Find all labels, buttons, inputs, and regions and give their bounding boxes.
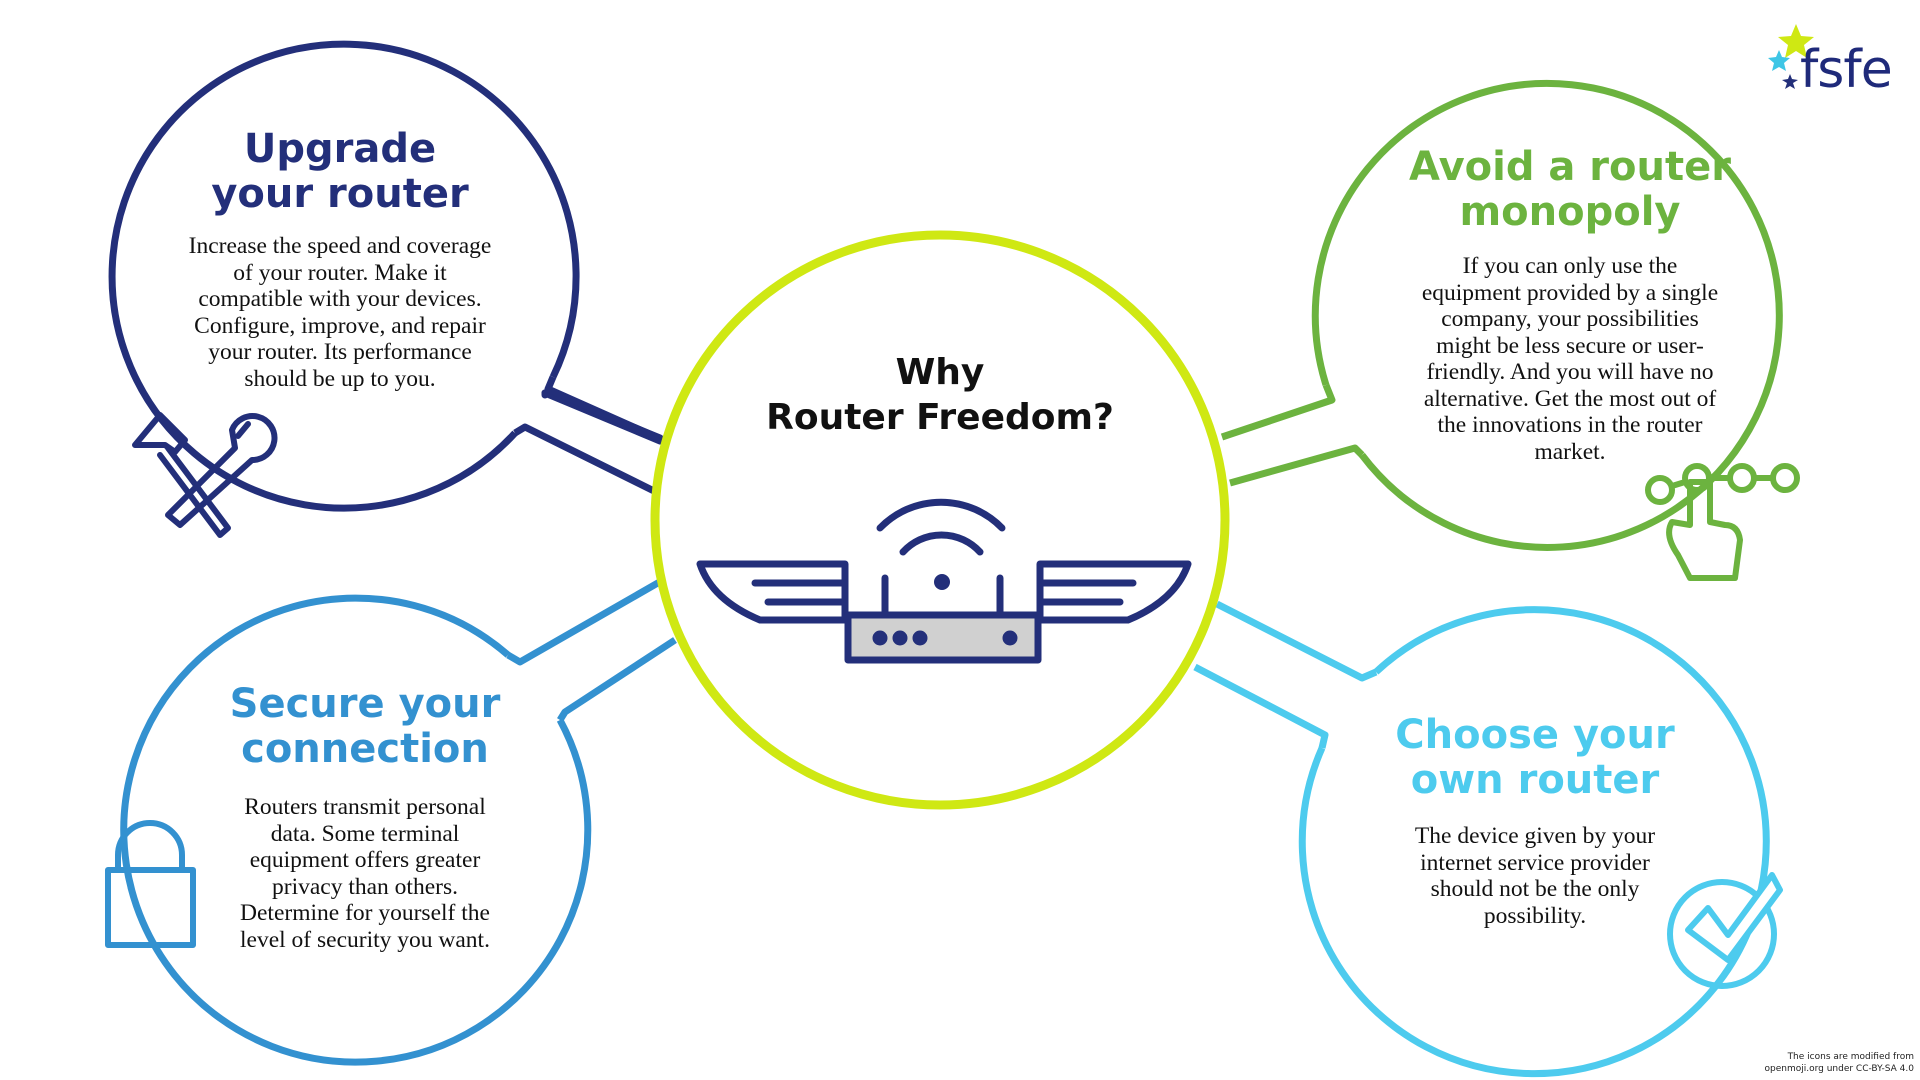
connector-upgrade-line-a: [544, 375, 665, 444]
body-line: the innovations in the router: [1437, 412, 1703, 438]
body-line: equipment offers greater: [249, 847, 481, 873]
connector-secure-line-a: [506, 576, 665, 666]
bubble-choose-title-line1: Choose your: [1395, 712, 1675, 758]
bubble-choose-body: The device given by your internet servic…: [1380, 823, 1690, 929]
bubble-choose: Choose your own router The device given …: [1380, 713, 1690, 929]
icon-credit-line2: openmoji.org under CC-BY-SA 4.0: [1764, 1064, 1914, 1074]
body-line: equipment provided by a single: [1421, 279, 1719, 306]
icon-credit-line1: The icons are modified from: [1787, 1052, 1914, 1062]
bubble-upgrade-body: Increase the speed and coverage of your …: [185, 233, 495, 392]
bubble-monopoly-body: If you can only use the equipment provid…: [1395, 253, 1745, 465]
connector-choose-line-a: [1215, 600, 1378, 682]
bubble-upgrade: Upgrade your router Increase the speed a…: [185, 127, 495, 392]
body-line: of your router. Make it: [233, 259, 447, 286]
body-line: company, your possibilities: [1441, 306, 1699, 332]
slider-hand-icon: [1645, 463, 1800, 581]
bubble-monopoly-title-line2: monopoly: [1459, 189, 1681, 235]
body-line: should be up to you.: [244, 365, 436, 392]
body-line: data. Some terminal: [270, 820, 460, 847]
bubble-upgrade-title-line1: Upgrade: [243, 126, 437, 172]
body-line: compatible with your devices.: [198, 286, 482, 312]
body-line: level of security you want.: [240, 926, 490, 953]
checkmark-icon: [1667, 872, 1783, 989]
bubble-choose-outline: [1298, 606, 1770, 1078]
bubble-monopoly: Avoid a router monopoly If you can only …: [1395, 145, 1745, 465]
center-circle: [650, 230, 1230, 810]
body-line: Increase the speed and coverage: [188, 233, 492, 259]
body-line: privacy than others.: [272, 873, 458, 900]
bubble-secure-title-line1: Secure your: [229, 681, 501, 727]
body-line: The device given by your: [1414, 823, 1656, 849]
body-line: friendly. And you will have no: [1426, 359, 1714, 385]
winged-router-icon: [696, 498, 1192, 664]
bubble-choose-title-line2: own router: [1410, 757, 1660, 803]
center-title-line2: Router Freedom?: [766, 397, 1114, 438]
body-line: Routers transmit personal: [244, 794, 486, 820]
center-title: Why Router Freedom?: [740, 350, 1140, 440]
body-line: If you can only use the: [1462, 253, 1678, 279]
body-line: market.: [1534, 438, 1606, 465]
bubble-secure: Secure your connection Routers transmit …: [210, 682, 520, 953]
connector-secure-line-b: [557, 637, 677, 722]
body-line: possibility.: [1483, 902, 1587, 929]
fsfe-logo-icon: [1768, 24, 1814, 89]
center-title-line1: Why: [895, 352, 985, 393]
bubble-choose-title: Choose your own router: [1380, 713, 1690, 803]
bubble-secure-outline: [120, 594, 592, 1066]
body-line: your router. Its performance: [208, 339, 472, 365]
bubble-upgrade-title-line2: your router: [211, 171, 469, 217]
body-line: might be less secure or user-: [1436, 332, 1704, 359]
body-line: alternative. Get the most out of: [1423, 385, 1717, 412]
bubble-secure-title: Secure your connection: [210, 682, 520, 772]
bubble-upgrade-title: Upgrade your router: [185, 127, 495, 217]
connector-choose-line-b: [1193, 663, 1329, 749]
connector-monopoly-line-a: [1220, 383, 1336, 441]
fsfe-logo-text[interactable]: fsfe: [1800, 40, 1893, 100]
body-line: internet service provider: [1420, 849, 1650, 876]
icon-credit: The icons are modified from openmoji.org…: [1714, 1051, 1914, 1075]
padlock-icon: [105, 820, 196, 948]
body-line: Configure, improve, and repair: [194, 312, 486, 339]
body-line: should not be the only: [1430, 876, 1640, 902]
bubble-secure-body: Routers transmit personal data. Some ter…: [210, 794, 520, 953]
body-line: Determine for yourself the: [240, 900, 490, 926]
tools-icon: [132, 412, 278, 538]
connector-monopoly-line-b: [1229, 444, 1365, 487]
bubble-monopoly-outline: [1311, 79, 1783, 551]
bubble-monopoly-title-line1: Avoid a router: [1409, 144, 1731, 190]
bubble-upgrade-outline-visible: [108, 40, 580, 512]
bubble-monopoly-title: Avoid a router monopoly: [1395, 145, 1745, 235]
connector-upgrade-line-b: [513, 423, 656, 495]
bubble-secure-title-line2: connection: [241, 726, 489, 772]
